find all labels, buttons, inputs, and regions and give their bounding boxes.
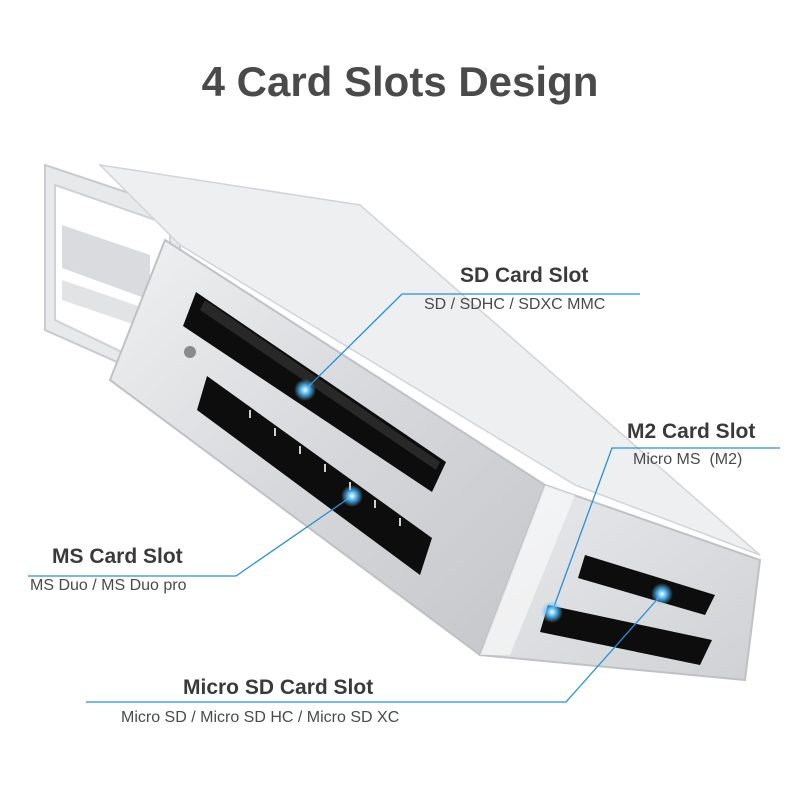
sd-card-slot-label: SD Card Slot SD / SDHC / SDXC MMC [424, 264, 605, 314]
ms-leader-line [28, 495, 353, 577]
slot-name: M2 Card Slot [627, 420, 756, 443]
m2-card-slot-label: M2 Card Slot Micro MS (M2) [627, 420, 755, 469]
slot-formats: SD / SDHC / SDXC MMC [424, 296, 606, 313]
slot-formats: Micro SD / Micro SD HC / Micro SD XC [121, 709, 400, 726]
slot-name: Micro SD Card Slot [183, 676, 374, 699]
sd-glow-point [294, 379, 316, 401]
slot-formats: MS Duo / MS Duo pro [30, 577, 187, 594]
micro-sd-leader-line [86, 593, 663, 703]
m2-slot [578, 555, 715, 615]
slot-name: SD Card Slot [460, 264, 589, 287]
leader-lines [28, 293, 780, 703]
slot-name: MS Card Slot [52, 545, 183, 568]
ms-slot [197, 376, 432, 575]
m2-glow-point [541, 601, 563, 623]
sd-leader-line [304, 293, 640, 391]
led-indicator [184, 346, 196, 358]
slot-formats: Micro MS (M2) [633, 451, 743, 468]
reader-top-surface [97, 163, 761, 556]
ms-glow-point [341, 485, 363, 507]
m2-leader-line [551, 447, 780, 613]
ms-card-slot-label: MS Card Slot MS Duo / MS Duo pro [30, 545, 187, 595]
micro-sd-glow-point [651, 583, 673, 605]
page-title: 4 Card Slots Design [201, 58, 599, 105]
micro-sd-card-slot-label: Micro SD Card Slot Micro SD / Micro SD H… [121, 676, 399, 727]
